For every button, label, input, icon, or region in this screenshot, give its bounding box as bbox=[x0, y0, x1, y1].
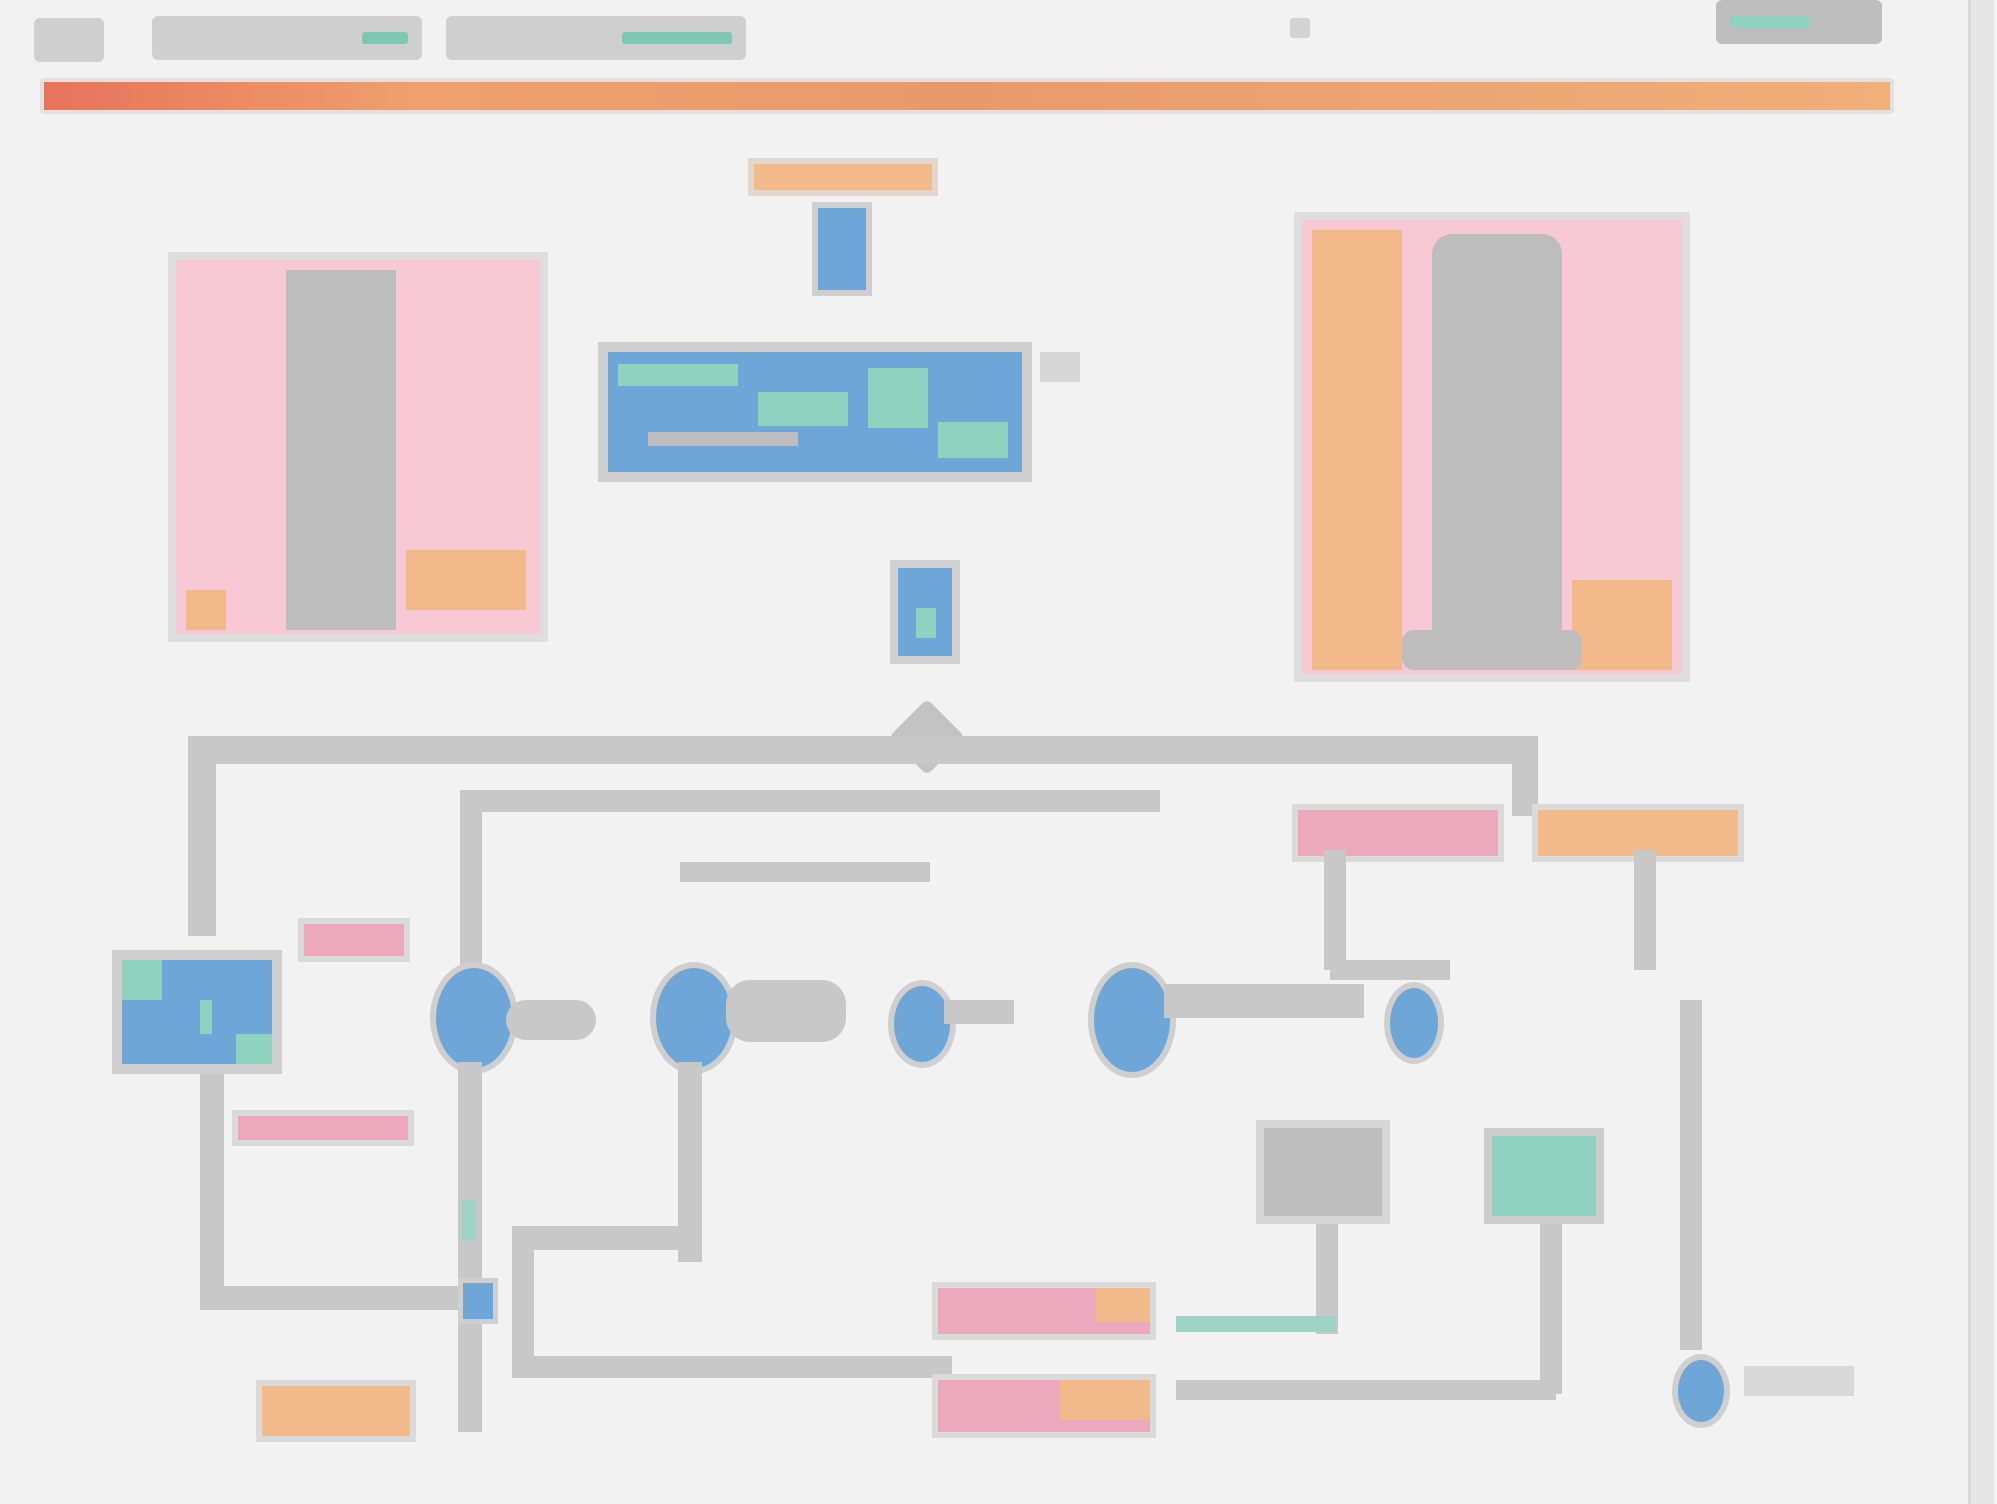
right-table-panel bbox=[1294, 212, 1690, 682]
pipe-main-horizontal bbox=[188, 736, 1538, 764]
valve-node-5[interactable] bbox=[1384, 982, 1444, 1064]
right-table-highlight bbox=[1572, 580, 1672, 670]
pipe-right-loop bbox=[1330, 960, 1450, 980]
pipe-node-link bbox=[1164, 984, 1364, 1018]
bottom-tag-2-accent bbox=[1060, 1380, 1150, 1420]
left-table-highlight bbox=[186, 590, 226, 630]
tab-secondary[interactable] bbox=[446, 16, 746, 60]
pipe-branch-vertical bbox=[460, 790, 482, 970]
valve-node-2[interactable] bbox=[650, 962, 738, 1074]
left-table-highlight bbox=[406, 550, 526, 610]
pipe-left-vertical bbox=[188, 736, 216, 936]
left-table-column bbox=[286, 270, 396, 630]
drop-left-tag bbox=[232, 1110, 414, 1146]
mid-node bbox=[890, 560, 960, 664]
tab-primary[interactable] bbox=[152, 16, 422, 60]
top-connector bbox=[812, 202, 872, 296]
display-segment bbox=[868, 368, 928, 428]
pipe-secondary-horizontal bbox=[460, 790, 1160, 812]
pipe-node-link bbox=[944, 1000, 1014, 1024]
display-segment bbox=[758, 392, 848, 426]
outlet-label-icon bbox=[1744, 1366, 1854, 1396]
status-indicator bbox=[1730, 16, 1810, 28]
pipe-node-link bbox=[506, 1000, 596, 1040]
tab-secondary-indicator bbox=[622, 32, 732, 44]
junction-node[interactable] bbox=[458, 1278, 498, 1324]
pipe-right-down bbox=[1680, 1000, 1702, 1350]
menu-button[interactable] bbox=[34, 18, 104, 62]
right-unit-1[interactable] bbox=[1256, 1120, 1390, 1224]
right-unit-2[interactable] bbox=[1484, 1128, 1604, 1224]
display-segment bbox=[938, 422, 1008, 458]
pipe-bottom-teal bbox=[1176, 1316, 1336, 1332]
bottom-tag-1 bbox=[932, 1282, 1156, 1340]
equipment-fill bbox=[200, 1000, 212, 1034]
tab-primary-indicator bbox=[362, 32, 408, 44]
pipe-bottom-left bbox=[200, 1286, 480, 1310]
scrollbar[interactable] bbox=[1968, 0, 1994, 1504]
valve-node-3[interactable] bbox=[888, 980, 956, 1068]
pipe-drop-left bbox=[200, 1074, 224, 1304]
right-table-footer bbox=[1402, 630, 1582, 670]
pipe-bottom-loop-v bbox=[512, 1226, 534, 1356]
mid-node-fill bbox=[916, 608, 936, 638]
left-table-panel bbox=[168, 252, 548, 642]
status-dot-icon bbox=[1290, 18, 1310, 38]
display-segment bbox=[618, 364, 738, 386]
central-display-tab-icon bbox=[1040, 352, 1080, 382]
pipe-node-link bbox=[726, 980, 846, 1042]
valve-node-4[interactable] bbox=[1088, 962, 1176, 1078]
valve-node-1[interactable] bbox=[430, 962, 518, 1074]
pipe-drop-1-accent bbox=[462, 1200, 476, 1240]
equipment-tag bbox=[298, 918, 410, 962]
pipe-bottom-right bbox=[1176, 1380, 1556, 1400]
outlet-node[interactable] bbox=[1672, 1354, 1730, 1428]
pipe-right-tag-2 bbox=[1634, 850, 1656, 970]
pipe-drop-1 bbox=[458, 1062, 482, 1432]
bottom-tag-2 bbox=[932, 1374, 1156, 1438]
status-button[interactable] bbox=[1716, 0, 1882, 44]
equipment-fill bbox=[236, 1034, 272, 1064]
header-banner bbox=[40, 78, 1894, 114]
equipment-fill bbox=[122, 960, 162, 1000]
pipe-unit-1 bbox=[1316, 1224, 1338, 1334]
right-table-column bbox=[1432, 234, 1562, 664]
pipe-bottom-main bbox=[512, 1356, 952, 1378]
right-table-strip bbox=[1312, 230, 1402, 670]
pipe-bottom-loop bbox=[512, 1226, 702, 1250]
pipe-right-tag-1 bbox=[1324, 850, 1346, 970]
bottom-left-tag bbox=[256, 1380, 416, 1442]
pipe-unit-2 bbox=[1540, 1224, 1562, 1394]
pipe-right-vertical bbox=[1512, 736, 1538, 816]
bottom-tag-1-accent bbox=[1096, 1288, 1150, 1322]
central-display bbox=[598, 342, 1032, 482]
display-segment bbox=[648, 432, 798, 446]
pipe-branch-horizontal bbox=[680, 862, 930, 882]
top-header-tag bbox=[748, 158, 938, 196]
left-equipment-block bbox=[112, 950, 282, 1074]
